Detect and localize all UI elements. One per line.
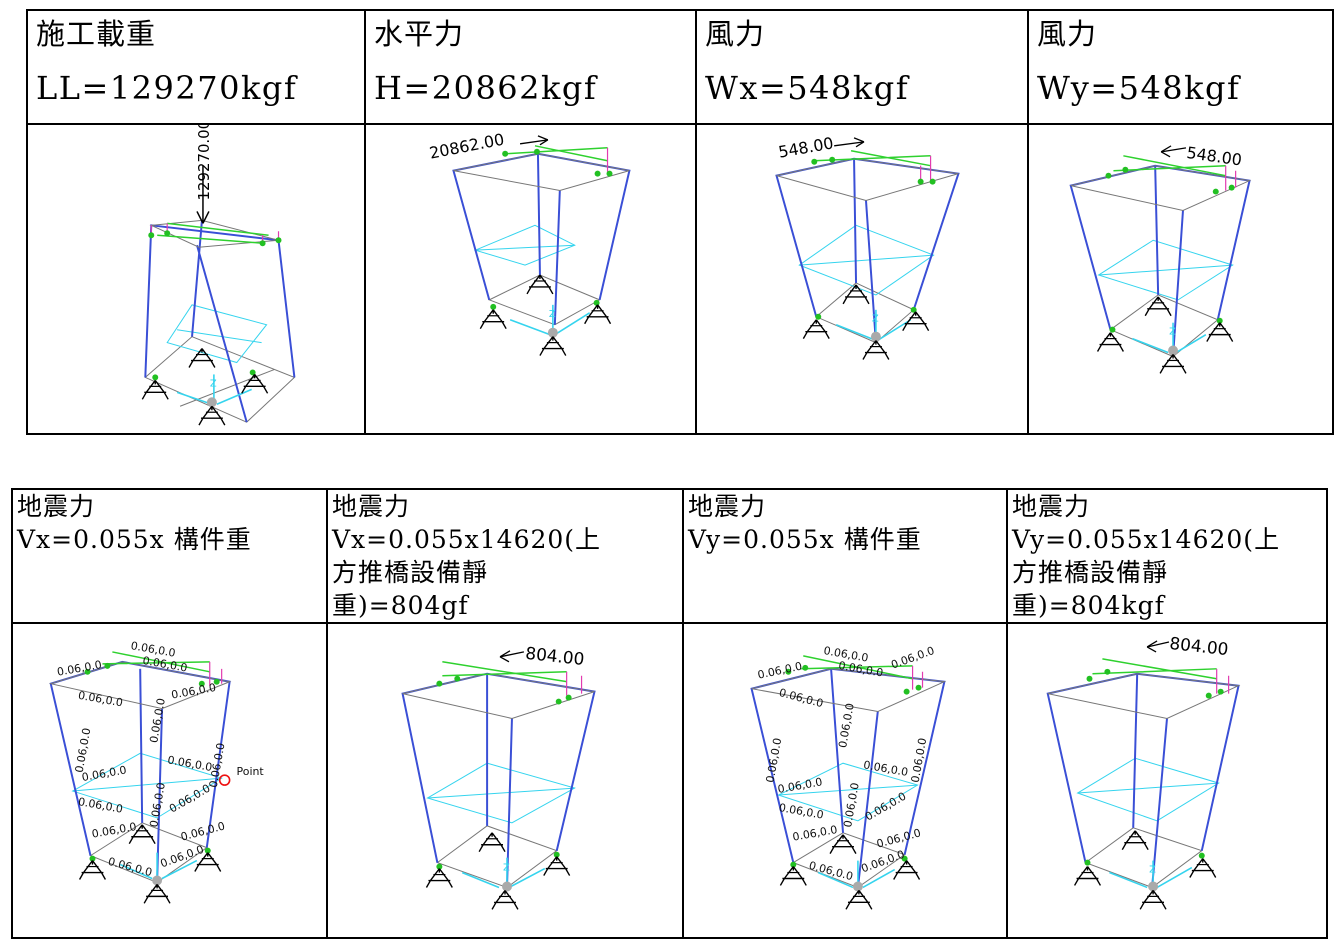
seismic-label: 0.06,0.0 <box>147 782 168 829</box>
case-line: 重)=804kgf <box>1012 591 1165 620</box>
seismic-label: 0.06,0.0 <box>777 775 824 796</box>
case-line: 方推橋設備靜 <box>1012 558 1169 587</box>
case-line: 方推橋設備靜 <box>332 558 489 587</box>
case-title: 風力 <box>1037 17 1098 51</box>
header-cell-seismic-vy-equipment: 地震力 Vy=0.055x14620(上 方推橋設備靜 重)=804kgf <box>1006 488 1328 624</box>
seismic-label: 0.06,0.0 <box>77 689 124 710</box>
load-label: 129270.00 <box>195 125 213 200</box>
load-label: 548.00 <box>777 133 835 161</box>
case-title: 施工載重 <box>36 17 157 51</box>
seismic-label: 0.06,0.0 <box>73 727 94 774</box>
seismic-label: 0.06,0.0 <box>91 820 138 841</box>
case-line: Vx=0.055x 構件重 <box>17 525 252 554</box>
frame-diagram-wind-y: 548.00 Z <box>1069 143 1252 375</box>
case-line: Vy=0.055x 構件重 <box>688 525 922 554</box>
header-cell-construction-load: 施工載重 LL=129270kgf <box>26 9 366 125</box>
diagram-cell-wind-y: 548.00 Z <box>1027 123 1334 435</box>
frame-diagram-seismic-vy-self: 0.06,0.0 0.06,0.0 0.06,0.0 0.06,0.0 0.06… <box>750 644 947 911</box>
axis-label: Z <box>1169 327 1176 338</box>
seismic-label: 0.06,0.0 <box>778 686 825 710</box>
header-cell-seismic-vy-self: 地震力 Vy=0.055x 構件重 <box>682 488 1008 624</box>
seismic-label: 0.06,0.0 <box>77 795 124 816</box>
diagram-cell-wind-x: 548.00 Z <box>695 123 1029 435</box>
point-label: Point <box>237 765 265 778</box>
seismic-label: 0.06,0.0 <box>179 819 226 843</box>
seismic-label: 0.06,0.0 <box>170 681 217 702</box>
seismic-label: 0.06,0.0 <box>836 702 857 749</box>
load-label: 804.00 <box>524 643 585 669</box>
load-label: 20862.00 <box>428 130 506 163</box>
load-label: 804.00 <box>1169 633 1230 659</box>
header-cell-horizontal-force: 水平力 H=20862kgf <box>364 9 697 125</box>
axis-label: Z <box>549 309 556 320</box>
diagram-cell-seismic-vy-equipment: 804.00 Z <box>1006 621 1328 940</box>
load-case-table-bottom: 地震力 Vx=0.055x 構件重 地震力 Vx=0.055x14620(上 方… <box>11 488 1328 940</box>
seismic-label: 0.06,0.0 <box>764 737 785 784</box>
seismic-label: 0.06,0.0 <box>207 742 228 789</box>
seismic-label: 0.06,0.0 <box>107 855 154 879</box>
seismic-label: 0.06,0.0 <box>792 823 839 844</box>
diagram-cell-seismic-vx-self: 0.06,0.0 0.06,0.0 0.06,0.0 0.06,0.0 0.06… <box>11 621 328 940</box>
frame-diagram-seismic-vy-equipment: 804.00 Z <box>1046 633 1241 910</box>
load-label: 548.00 <box>1185 143 1243 170</box>
frame-diagram-seismic-vx-self: 0.06,0.0 0.06,0.0 0.06,0.0 0.06,0.0 0.06… <box>48 639 265 905</box>
header-cell-wind-y: 風力 Wy=548kgf <box>1027 9 1334 125</box>
axis-label: Z <box>1149 865 1156 876</box>
seismic-label: 0.06,0.0 <box>147 697 168 744</box>
diagram-cell-seismic-vy-self: 0.06,0.0 0.06,0.0 0.06,0.0 0.06,0.0 0.06… <box>682 621 1008 940</box>
axis-label: Z <box>872 314 879 325</box>
seismic-label: 0.06,0.0 <box>166 753 213 774</box>
seismic-label: 0.06,0.0 <box>81 763 128 784</box>
case-line: 地震力 <box>332 492 411 521</box>
seismic-label: 0.06,0.0 <box>167 782 213 816</box>
seismic-label: 0.06,0.0 <box>875 826 922 850</box>
axis-label: Z <box>503 863 510 874</box>
case-value: LL=129270kgf <box>36 69 298 107</box>
seismic-label: 0.06,0.0 <box>142 654 189 675</box>
axis-label: Z <box>210 378 217 389</box>
case-value: H=20862kgf <box>374 69 598 107</box>
frame-diagram-construction-load: 129270.00 Z <box>141 125 296 426</box>
case-line: 地震力 <box>17 492 96 521</box>
diagram-cell-seismic-vx-equipment: 804.00 Z <box>326 621 684 940</box>
load-case-table-top: 施工載重 LL=129270kgf 水平力 H=20862kgf 風力 Wx=5… <box>26 9 1334 435</box>
frame-diagram-horizontal-force: 20862.00 Z <box>428 130 631 357</box>
case-line: Vy=0.055x14620(上 <box>1012 525 1281 554</box>
diagram-cell-construction-load: 129270.00 Z <box>26 123 366 435</box>
case-value: Wx=548kgf <box>705 69 910 107</box>
header-cell-wind-x: 風力 Wx=548kgf <box>695 9 1029 125</box>
header-cell-seismic-vx-self: 地震力 Vx=0.055x 構件重 <box>11 488 328 624</box>
frame-diagram-seismic-vx-equipment: 804.00 Z <box>401 643 596 911</box>
case-line: 地震力 <box>688 492 767 521</box>
case-title: 風力 <box>705 17 766 51</box>
case-title: 水平力 <box>374 17 465 51</box>
header-cell-seismic-vx-equipment: 地震力 Vx=0.055x14620(上 方推橋設備靜 重)=804gf <box>326 488 684 624</box>
seismic-label: 0.06,0.0 <box>778 801 825 822</box>
seismic-label: 0.06,0.0 <box>838 659 885 680</box>
case-value: Wy=548kgf <box>1037 69 1241 107</box>
seismic-label: 0.06,0.0 <box>807 859 854 883</box>
case-line: 重)=804gf <box>332 591 469 620</box>
case-line: 地震力 <box>1012 492 1091 521</box>
frame-diagram-wind-x: 548.00 Z <box>775 133 960 361</box>
seismic-label: 0.06,0.0 <box>841 782 862 829</box>
diagram-cell-horizontal-force: 20862.00 Z <box>364 123 697 435</box>
seismic-label: 0.06,0.0 <box>863 790 909 824</box>
case-line: Vx=0.055x14620(上 <box>332 525 602 554</box>
